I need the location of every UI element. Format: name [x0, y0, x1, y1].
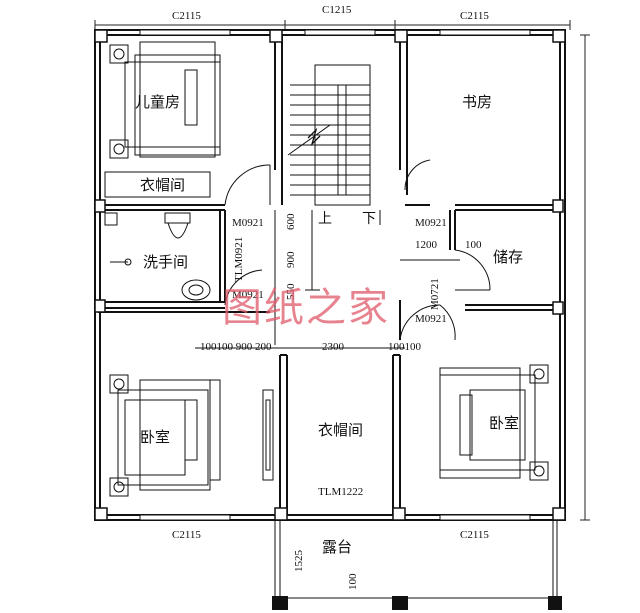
door-code-m0721: M0721	[429, 278, 441, 310]
dimension-1200: 1200	[415, 239, 437, 251]
door-code-tlm0921: TLM0921	[233, 236, 245, 282]
terrace-columns	[272, 596, 562, 610]
window-code-top-left: C2115	[172, 10, 201, 22]
watermark-text: 图纸之家	[222, 285, 390, 331]
window-code-bottom-right: C2115	[460, 529, 489, 541]
door-code-m0921-d: M0921	[415, 313, 447, 325]
dimension-lines	[94, 20, 590, 521]
window-code-top-right: C2115	[460, 10, 489, 22]
children-room-bed	[104, 41, 221, 198]
window-code-top-center: C1215	[322, 4, 352, 16]
dimension-row-left: 100100 900 200	[200, 341, 272, 353]
room-label-study: 书房	[462, 93, 493, 111]
room-label-wardrobe-center: 衣帽间	[318, 421, 364, 439]
room-label-bedroom-left: 卧室	[140, 428, 171, 446]
staircase	[287, 64, 381, 291]
door-swings	[224, 159, 491, 341]
door-code-m0921-b: M0921	[415, 217, 447, 229]
interior-walls	[98, 35, 562, 515]
window-code-bottom-left: C2115	[172, 529, 201, 541]
dimension-900: 900	[285, 251, 297, 269]
right-bedroom-bed	[439, 364, 549, 481]
dimension-100-terrace: 100	[347, 573, 359, 591]
door-code-m0921-a: M0921	[232, 217, 264, 229]
washroom-fixtures	[104, 212, 211, 301]
dimension-100: 100	[465, 239, 482, 251]
dimension-1525: 1525	[293, 550, 305, 572]
room-label-children: 儿童房	[135, 93, 181, 111]
left-bedroom-bed	[109, 374, 221, 497]
dimension-600: 600	[285, 213, 297, 231]
stair-down-label: 下	[362, 211, 376, 227]
dimension-2300: 2300	[322, 341, 344, 353]
wardrobe-rail	[262, 389, 274, 481]
dimension-100100: 100100	[388, 341, 421, 353]
door-code-tlm1222: TLM1222	[318, 486, 364, 498]
terrace-outline	[274, 519, 558, 599]
room-label-bedroom-right: 卧室	[489, 414, 520, 432]
stair-up-label: 上	[318, 211, 332, 227]
room-label-terrace: 露台	[322, 538, 353, 556]
room-label-washroom: 洗手间	[143, 253, 189, 271]
room-dimension-lines	[195, 210, 460, 349]
door-code-m0921-c: M0921	[232, 289, 264, 301]
room-label-wardrobe-top: 衣帽间	[140, 176, 186, 194]
room-label-storage: 储存	[493, 248, 524, 266]
